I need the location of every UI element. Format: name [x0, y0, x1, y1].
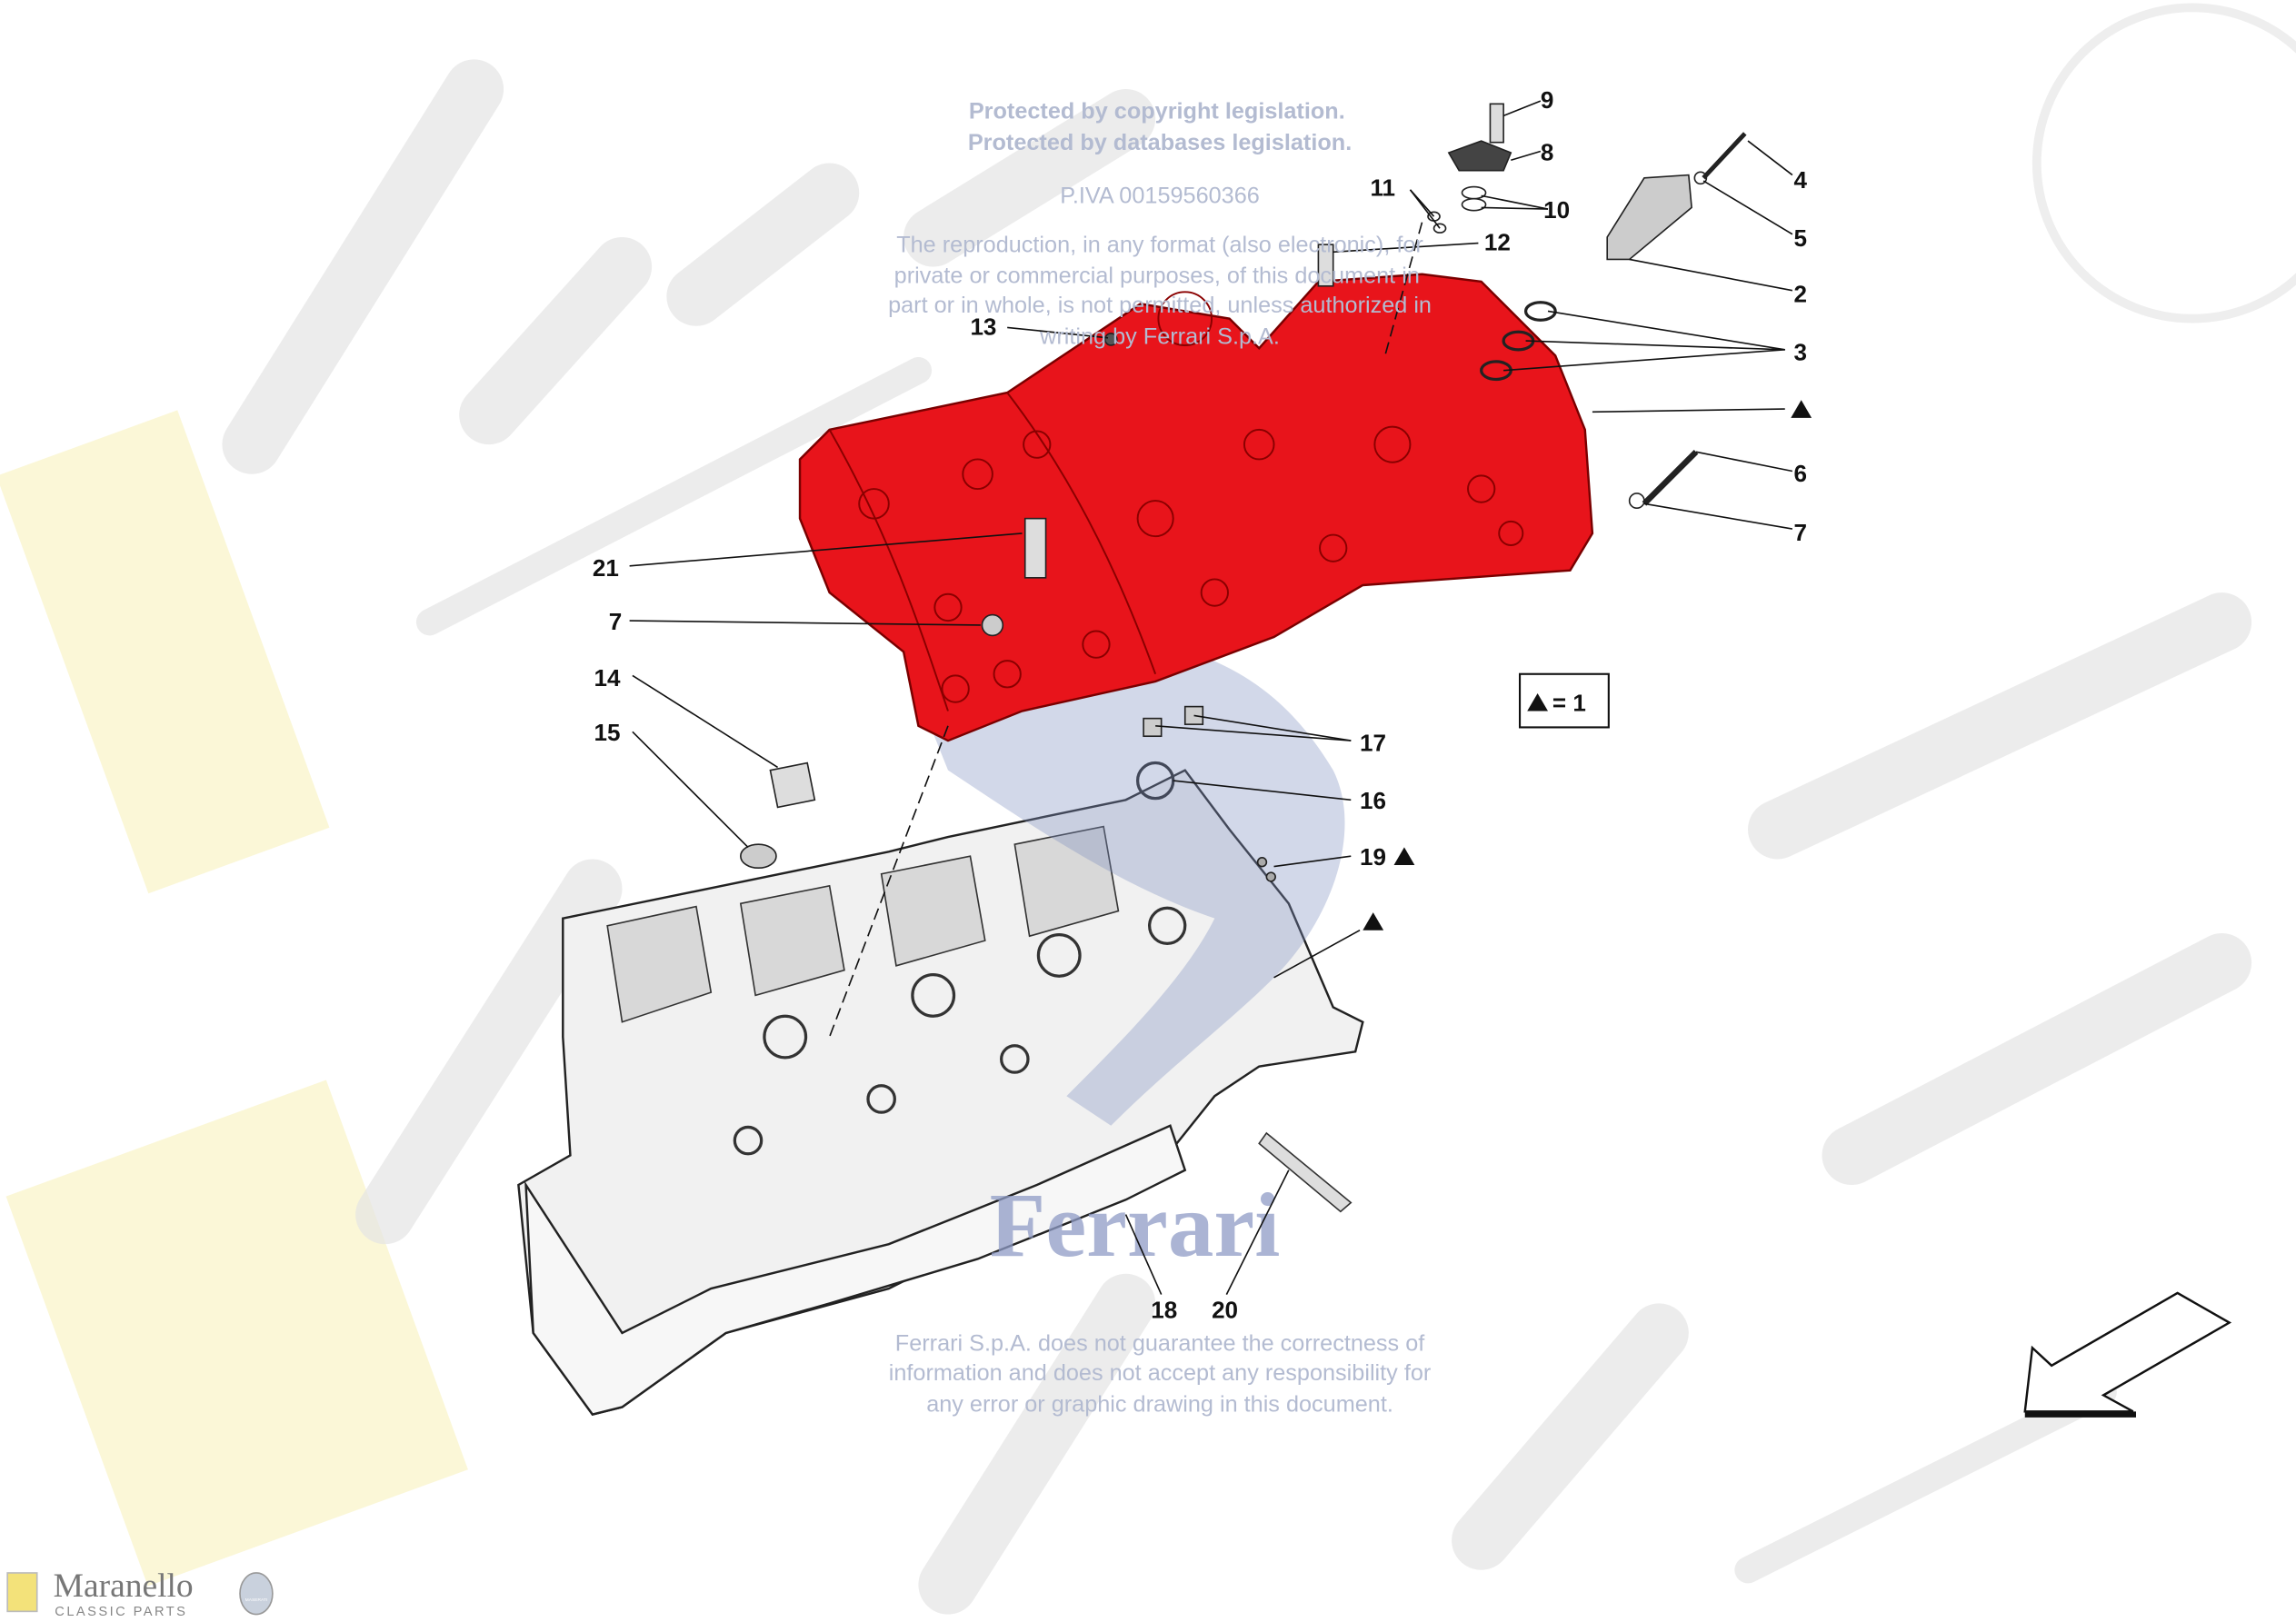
triangle-marker-icon [1393, 847, 1415, 865]
screw-4 [1702, 132, 1747, 180]
legend-text: = 1 [1552, 689, 1586, 716]
watermark-sub-shape [415, 357, 2117, 1584]
maserati-emblem-text: MASERATI [245, 1597, 268, 1603]
notice-piva: P.IVA 00159560366 [1060, 184, 1260, 209]
triangle-marker-icon [1527, 692, 1549, 711]
dowel-20 [1258, 1131, 1353, 1213]
notice-line: Ferrari S.p.A. does not guarantee the co… [895, 1331, 1425, 1357]
screw-9 [1489, 103, 1504, 144]
plug-14 [769, 761, 816, 809]
callout-4: 4 [1794, 166, 1808, 194]
watermark-ferrari-shield [0, 410, 330, 894]
callout-8: 8 [1541, 138, 1554, 165]
callout-2: 2 [1794, 281, 1808, 308]
callout-16: 16 [1360, 787, 1386, 814]
maranello-logo: Maranello CLASSIC PARTS MASERATI [6, 1567, 274, 1619]
notice-line: any error or graphic drawing in this doc… [926, 1391, 1393, 1417]
callout-21: 21 [593, 554, 619, 582]
plug-13 [1103, 333, 1118, 346]
notice-line: private or commercial purposes, of this … [894, 264, 1420, 289]
maserati-emblem-icon [239, 1572, 274, 1616]
screw-12 [1317, 244, 1334, 287]
callout-15: 15 [594, 719, 621, 746]
callout-12: 12 [1484, 229, 1511, 256]
notice-line: The reproduction, in any format (also el… [896, 232, 1423, 257]
callout-11: 11 [1370, 174, 1395, 201]
callout-7: 7 [1794, 519, 1808, 546]
callout-19: 19 [1360, 843, 1386, 871]
watermark-ferrari-shield [5, 1080, 468, 1587]
notice-line: Protected by databases legislation. [968, 130, 1352, 155]
watermark-layer [0, 3, 2296, 1615]
notice-line: Protected by copyright legislation. [969, 99, 1345, 124]
triangle-marker-icon [1363, 912, 1384, 930]
watermark-ferrari-logo: Ferrari [990, 1174, 1281, 1276]
leader-lines [629, 100, 1793, 1295]
washer-15 [740, 843, 777, 870]
callout-18: 18 [1151, 1297, 1177, 1324]
disclaimer-notice: Ferrari S.p.A. does not guarantee the co… [889, 1331, 1432, 1418]
callout-3: 3 [1794, 338, 1808, 365]
callout-10: 10 [1543, 196, 1570, 224]
logo-sub: CLASSIC PARTS [55, 1605, 187, 1619]
notice-line: part or in whole, is not permitted, unle… [888, 293, 1432, 318]
logo-brand: Maranello [54, 1567, 194, 1605]
cylinder-head [517, 761, 1364, 1416]
callouts: 9 8 11 10 4 5 12 2 13 3 6 7 21 7 14 15 1… [593, 86, 1812, 1324]
triangle-marker-icon [1791, 400, 1812, 418]
callout-14: 14 [594, 664, 621, 692]
watermark-brand-shape [355, 592, 2252, 1245]
callout-9: 9 [1541, 86, 1554, 114]
washer-7 [981, 613, 1004, 637]
screw-6 [1642, 449, 1699, 506]
callout-13: 13 [970, 313, 996, 341]
orientation-arrow-icon [2023, 1291, 2232, 1413]
callout-17: 17 [1360, 729, 1386, 756]
solenoid-2 [1606, 174, 1692, 261]
watermark-prancing-horse [918, 632, 1345, 1126]
copyright-notice: Protected by copyright legislation. Prot… [888, 99, 1432, 350]
legend-box: = 1 [1518, 672, 1610, 729]
callout-7: 7 [609, 608, 623, 635]
watermark-brand-shape [918, 1273, 1689, 1615]
callout-5: 5 [1794, 224, 1808, 252]
watermark-brand-shape [222, 59, 1156, 474]
sensor-8 [1447, 140, 1512, 172]
head-gasket [524, 1124, 1187, 1416]
stud-21 [1023, 517, 1047, 579]
ferrari-shield-icon [6, 1572, 38, 1613]
notice-line: writing by Ferrari S.p.A. [1039, 323, 1280, 349]
callout-6: 6 [1794, 460, 1808, 487]
callout-20: 20 [1212, 1297, 1238, 1324]
notice-line: information and does not accept any resp… [889, 1360, 1432, 1386]
watermark-maserati-emblem [2031, 3, 2296, 323]
